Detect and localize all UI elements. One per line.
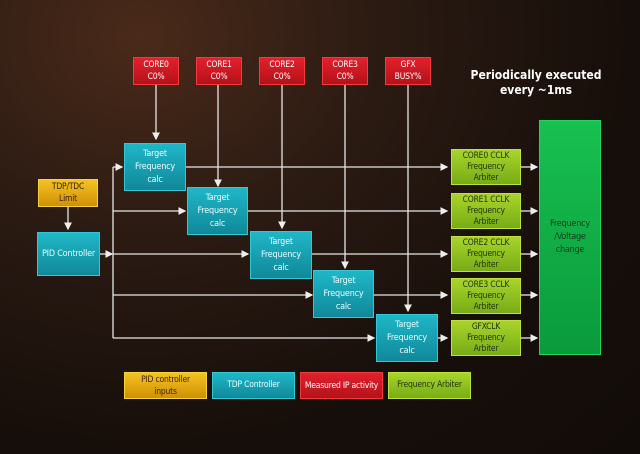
target-frequency-calc-core3: Target Frequency calc [313,270,374,318]
legend-frequency-arbiter: Frequency Arbiter [388,372,471,399]
arbiter-core1: CORE1 CCLK Frequency Arbiter [451,193,521,229]
legend-tdp-controller: TDP Controller [212,372,295,399]
target-frequency-calc-core0: Target Frequency calc [124,143,186,191]
input-gfx-busy: GFX BUSY% [385,57,431,85]
target-frequency-calc-core2: Target Frequency calc [250,231,312,279]
diagram-title: Periodically executed every ~1ms [470,68,602,97]
input-core3-c0: CORE3 C0% [322,57,368,85]
arbiter-core0: CORE0 CCLK Frequency Arbiter [451,149,521,185]
legend-measured-ip-activity: Measured IP activity [300,372,383,399]
input-core2-c0: CORE2 C0% [259,57,305,85]
pid-controller: PID Controller [37,232,100,276]
frequency-voltage-change: Frequency /Voltage change [539,120,601,355]
arbiter-core3: CORE3 CCLK Frequency Arbiter [451,278,521,314]
input-core0-c0: CORE0 C0% [133,57,179,85]
target-frequency-calc-gfx: Target Frequency calc [376,314,438,362]
input-core1-c0: CORE1 C0% [196,57,242,85]
arbiter-core2: CORE2 CCLK Frequency Arbiter [451,236,521,272]
arbiter-gfxclk: GFXCLK Frequency Arbiter [451,320,521,356]
target-frequency-calc-core1: Target Frequency calc [187,187,248,235]
legend-pid-inputs: PID controller inputs [124,372,207,399]
tdp-tdc-limit: TDP/TDC Limit [38,179,98,207]
